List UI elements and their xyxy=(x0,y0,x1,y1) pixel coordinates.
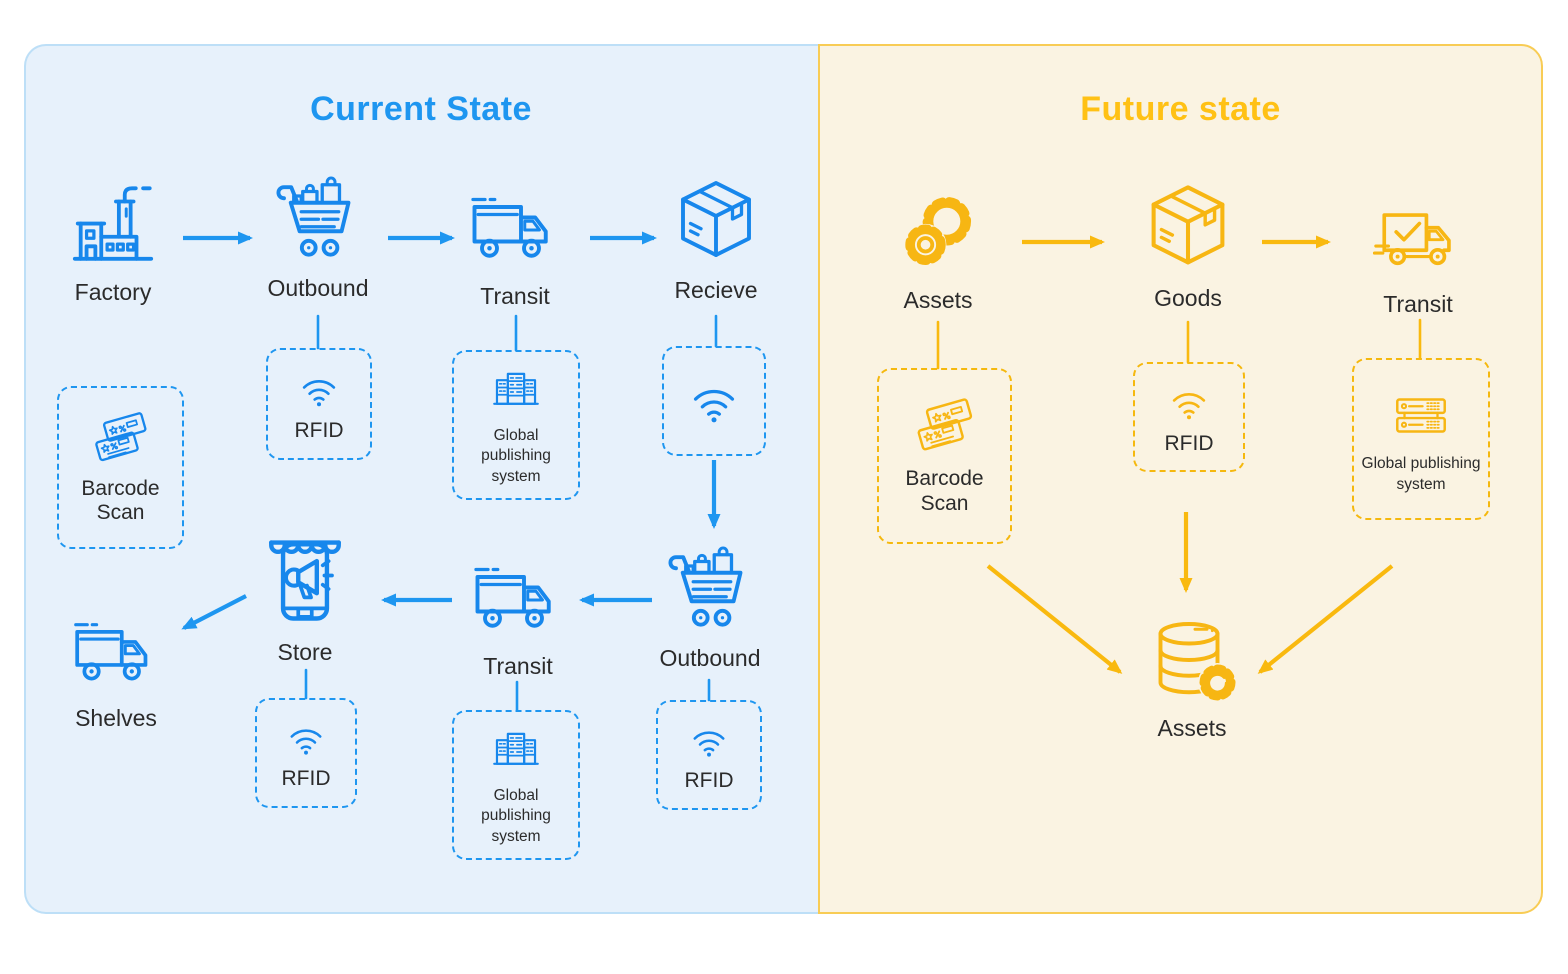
tag-gps-transit-2: Global publishing system xyxy=(452,710,580,860)
node-label-assets-hub: Assets xyxy=(1157,715,1227,741)
wifi-icon xyxy=(294,364,344,414)
tag-gps-future: Global publishing system xyxy=(1352,358,1490,520)
node-label-transit-future: Transit xyxy=(1383,291,1453,317)
node-transit-2: Transit xyxy=(470,550,566,680)
node-label-transit-1: Transit xyxy=(480,283,550,309)
wifi-icon xyxy=(1164,377,1214,427)
future-state-title: Future state xyxy=(1080,90,1281,128)
truck-icon xyxy=(70,606,162,698)
tag-rfid-store: RFID xyxy=(255,698,357,808)
node-label-store: Store xyxy=(277,639,333,665)
node-recieve: Recieve xyxy=(668,174,764,304)
node-shelves: Shelves xyxy=(70,606,162,732)
server-building-icon xyxy=(487,723,545,781)
tag-label-gps: Global publishing system xyxy=(1361,455,1481,493)
node-transit-future: Transit xyxy=(1373,194,1463,318)
node-label-shelves: Shelves xyxy=(75,705,157,731)
tag-label-rfid: RFID xyxy=(281,767,331,791)
database-gear-icon xyxy=(1144,612,1240,708)
tickets-icon xyxy=(912,396,978,462)
box-icon xyxy=(1138,178,1238,278)
node-label-goods: Goods xyxy=(1154,285,1222,311)
tag-label-barcode: Barcode Scan xyxy=(81,476,160,524)
cart-icon xyxy=(270,172,366,268)
node-label-factory: Factory xyxy=(74,279,152,305)
node-factory: Factory xyxy=(66,178,160,306)
tag-rfid-outbound-1: RFID xyxy=(266,348,372,460)
node-store: Store xyxy=(251,524,359,666)
tag-label-barcode: Barcode Scan xyxy=(905,467,984,515)
tag-wifi-recieve xyxy=(662,346,766,456)
node-assets: Assets xyxy=(891,186,985,314)
server-rack-icon xyxy=(1388,383,1454,449)
node-label-assets: Assets xyxy=(903,287,973,313)
wifi-icon xyxy=(685,716,733,764)
truck-icon xyxy=(470,550,566,646)
store-phone-icon xyxy=(251,524,359,632)
current-state-panel xyxy=(24,44,818,914)
truck-icon xyxy=(467,180,563,276)
wifi-icon xyxy=(282,714,330,762)
node-transit-1: Transit xyxy=(467,180,563,310)
tag-label-rfid: RFID xyxy=(294,419,344,443)
node-assets-hub: Assets xyxy=(1144,612,1240,742)
tag-label-gps: Global publishing system xyxy=(481,426,551,485)
gears-icon xyxy=(891,186,985,280)
tag-label-gps: Global publishing system xyxy=(481,786,551,845)
truck-check-icon xyxy=(1373,194,1463,284)
tag-barcode-scan: Barcode Scan xyxy=(57,386,184,549)
tag-gps-transit-1: Global publishing system xyxy=(452,350,580,500)
node-goods: Goods xyxy=(1138,178,1238,312)
tag-rfid-outbound-2: RFID xyxy=(656,700,762,810)
node-label-outbound-2: Outbound xyxy=(659,645,761,671)
node-label-outbound-1: Outbound xyxy=(267,275,369,301)
box-icon xyxy=(668,174,764,270)
tag-rfid-future: RFID xyxy=(1133,362,1245,472)
tickets-icon xyxy=(90,410,152,472)
tag-barcode-scan-future: Barcode Scan xyxy=(877,368,1012,544)
tag-label-rfid: RFID xyxy=(1164,432,1214,456)
tag-label-rfid: RFID xyxy=(684,769,734,793)
node-label-recieve: Recieve xyxy=(674,277,758,303)
node-label-transit-2: Transit xyxy=(483,653,553,679)
factory-icon xyxy=(66,178,160,272)
node-outbound-2: Outbound xyxy=(659,542,761,672)
server-building-icon xyxy=(487,363,545,421)
node-outbound-1: Outbound xyxy=(267,172,369,302)
cart-icon xyxy=(662,542,758,638)
wifi-icon xyxy=(683,370,745,432)
current-state-title: Current State xyxy=(310,90,532,128)
